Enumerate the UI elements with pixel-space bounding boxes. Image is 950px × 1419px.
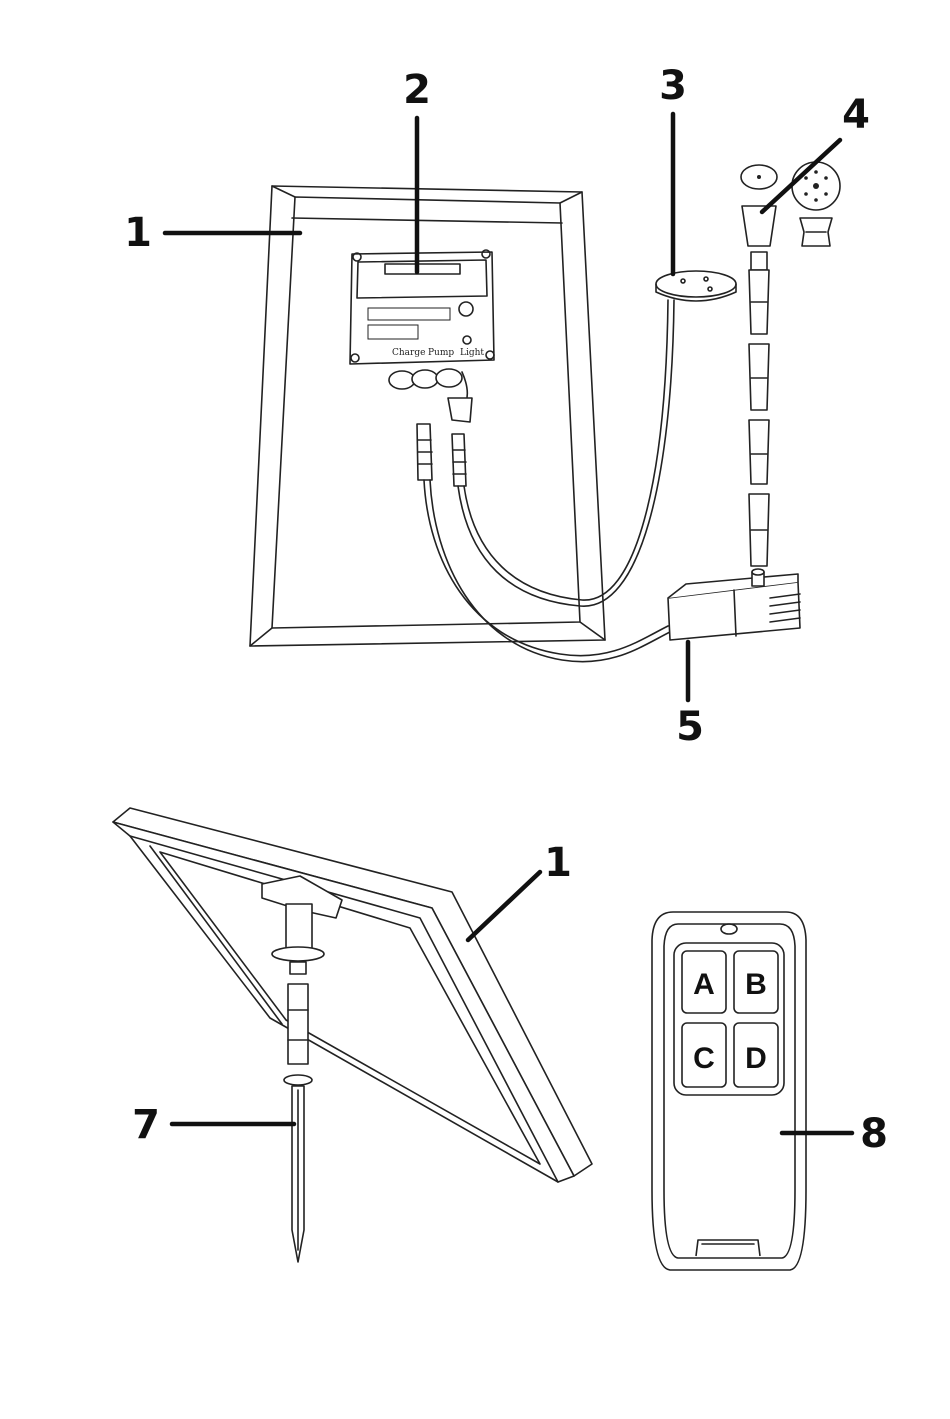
submersible-pump bbox=[668, 569, 800, 640]
callout-7: 7 bbox=[132, 1102, 160, 1148]
remote-key-d: D bbox=[745, 1042, 767, 1075]
remote-key-a: A bbox=[693, 968, 715, 1001]
remote-key-c: C bbox=[693, 1042, 715, 1075]
callout-3: 3 bbox=[659, 63, 687, 109]
port-label-charge: Charge bbox=[392, 348, 425, 358]
pump-base-plate bbox=[656, 271, 736, 301]
callout-4: 4 bbox=[842, 92, 870, 138]
extension-tubes bbox=[749, 252, 769, 566]
callout-1-top: 1 bbox=[124, 210, 152, 256]
remote-control: A B C D bbox=[652, 912, 806, 1270]
callout-8: 8 bbox=[860, 1111, 888, 1157]
remote-key-b: B bbox=[745, 968, 767, 1001]
callout-5: 5 bbox=[676, 704, 704, 750]
callout-1-bottom: 1 bbox=[544, 840, 572, 886]
callout-2: 2 bbox=[403, 67, 431, 113]
port-label-pump: Pump bbox=[428, 348, 454, 358]
fountain-nozzles bbox=[741, 162, 840, 246]
port-label-light: Light bbox=[460, 348, 484, 358]
